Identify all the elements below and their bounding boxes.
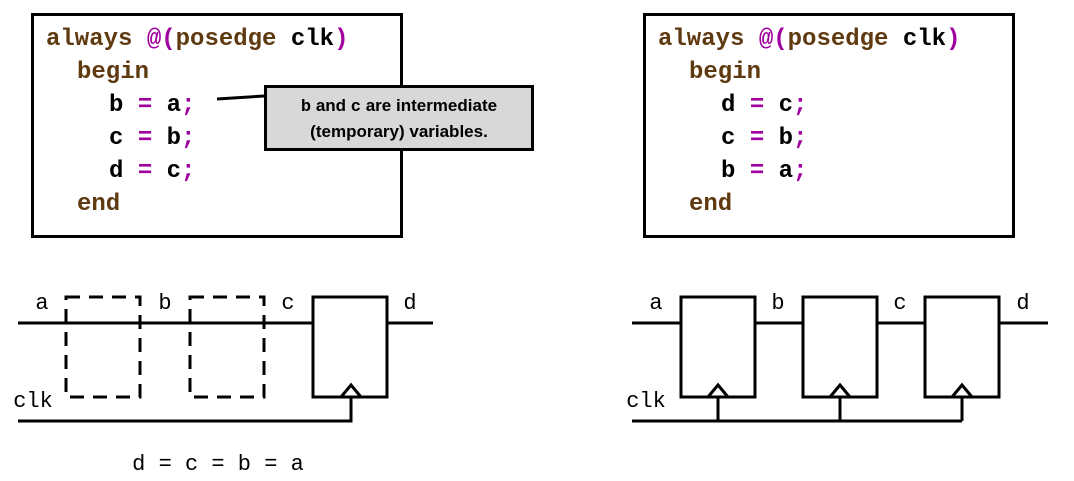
clk-label: clk	[626, 389, 666, 414]
stmt-3: b = a;	[721, 158, 808, 185]
callout-pointer	[216, 94, 265, 101]
clock-edge-marker	[339, 382, 363, 398]
equation-label: d = c = b = a	[132, 452, 304, 477]
right-code-block: always @(posedge clk) begin d = c; c = b…	[643, 13, 1015, 238]
stmt-1: d = c;	[721, 92, 808, 119]
signal-d-label: d	[1016, 291, 1029, 316]
stmt-2: c = b;	[721, 125, 808, 152]
clock-edge-marker-d	[950, 382, 974, 398]
flipflop-b	[679, 295, 757, 399]
clock-edge-marker-c	[828, 382, 852, 398]
right-diagram: a b c d clk	[626, 291, 1048, 423]
eliminated-flipflop-c	[188, 295, 266, 399]
eliminated-flipflop-b	[64, 295, 142, 399]
callout-line-2: (temporary) variables.	[310, 122, 488, 141]
signal-b-label: b	[771, 291, 784, 316]
callout-note: b and c are intermediate (temporary) var…	[264, 85, 534, 151]
stmt-3: d = c;	[109, 158, 196, 185]
stmt-1: b = a;	[109, 92, 196, 119]
signal-d-label: d	[403, 291, 416, 316]
flipflop-c	[801, 295, 879, 399]
flipflop-d	[311, 295, 389, 399]
signal-c-label: c	[281, 291, 294, 316]
callout-line-1: b and c are intermediate	[300, 96, 498, 117]
end-keyword: end	[77, 191, 121, 218]
clk-label: clk	[13, 389, 53, 414]
signal-a-label: a	[649, 291, 662, 316]
begin-keyword: begin	[689, 59, 762, 86]
always-line: always @(posedge clk)	[658, 26, 961, 53]
begin-keyword: begin	[77, 59, 150, 86]
clock-edge-marker-b	[706, 382, 730, 398]
signal-c-label: c	[893, 291, 906, 316]
signal-b-label: b	[158, 291, 171, 316]
always-line: always @(posedge clk)	[46, 26, 349, 53]
clock-wire	[18, 397, 353, 423]
flipflop-d	[923, 295, 1001, 399]
end-keyword: end	[689, 191, 733, 218]
left-diagram: a b c d clk d = c = b = a	[13, 291, 433, 477]
signal-a-label: a	[35, 291, 48, 316]
stmt-2: c = b;	[109, 125, 196, 152]
